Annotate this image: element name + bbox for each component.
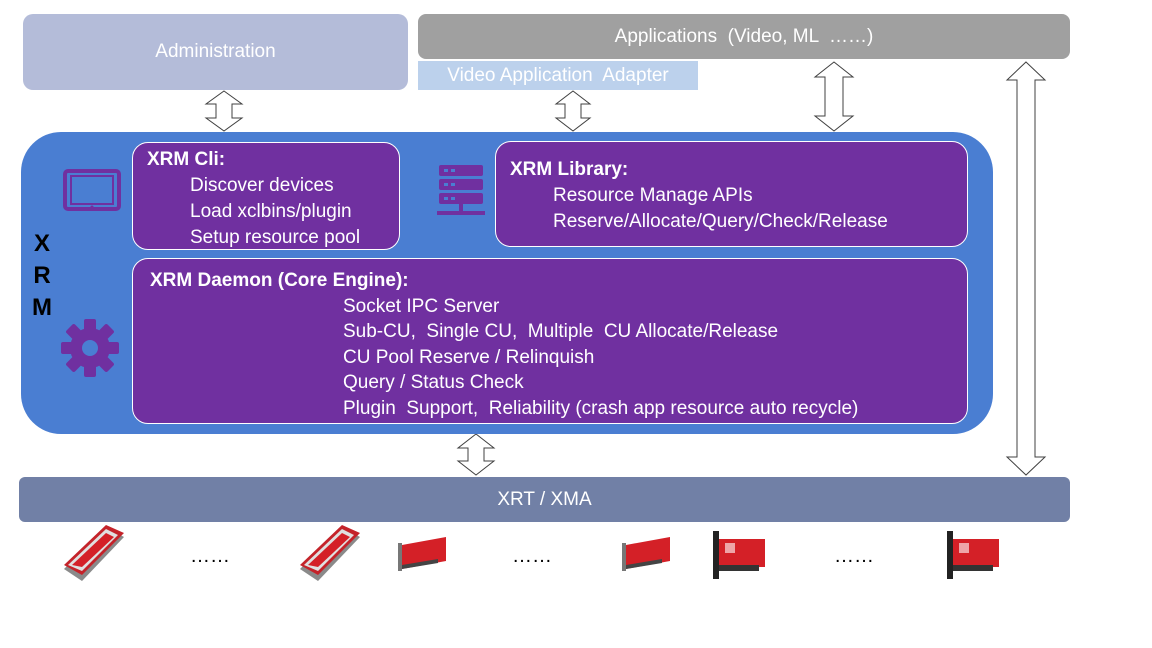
xrm-cli-item: Setup resource pool xyxy=(190,227,361,248)
ellipsis: …… xyxy=(834,545,874,567)
xrm-vertical-label: X R M xyxy=(30,228,54,324)
accelerator-card-icon xyxy=(713,531,765,579)
administration-box: Administration xyxy=(23,14,408,90)
xrm-cli-item: Load xclbins/plugin xyxy=(190,201,352,222)
accelerator-card-icon xyxy=(947,531,999,579)
xrm-daemon-item: Query / Status Check xyxy=(343,372,524,394)
xrm-letter: M xyxy=(32,294,52,321)
xrm-library-item: Resource Manage APIs xyxy=(553,185,753,206)
double-arrow-icon xyxy=(1005,61,1047,476)
double-arrow-icon xyxy=(456,433,496,476)
video-adapter-label: Video Application Adapter xyxy=(447,64,669,86)
ellipsis: …… xyxy=(512,545,552,567)
xrm-daemon-item: Socket IPC Server xyxy=(343,295,500,317)
applications-box: Applications (Video, ML ……) xyxy=(418,14,1070,59)
xrm-cli-box: XRM Cli: Discover devices Load xclbins/p… xyxy=(132,142,400,250)
server-icon xyxy=(437,165,485,215)
accelerator-card-icon xyxy=(64,525,124,581)
ellipsis: …… xyxy=(190,545,230,567)
xrm-library-title: XRM Library: xyxy=(510,159,629,180)
xrm-daemon-title: XRM Daemon (Core Engine): xyxy=(150,270,409,291)
accelerator-card-icon xyxy=(398,537,446,571)
double-arrow-icon xyxy=(204,90,244,132)
xrm-daemon-box: XRM Daemon (Core Engine): Socket IPC Ser… xyxy=(132,258,968,424)
xrm-library-box: XRM Library: Resource Manage APIs Reserv… xyxy=(495,141,968,247)
xrt-xma-bar: XRT / XMA xyxy=(19,477,1070,522)
video-adapter-box: Video Application Adapter xyxy=(418,61,698,90)
double-arrow-icon xyxy=(554,90,592,132)
xrm-letter: X xyxy=(33,230,50,257)
xrm-letter: R xyxy=(33,262,51,289)
xrm-cli-title: XRM Cli: xyxy=(147,149,226,170)
xrm-daemon-item: Plugin Support, Reliability (crash app r… xyxy=(343,397,859,419)
xrm-library-item: Reserve/Allocate/Query/Check/Release xyxy=(553,211,888,232)
tablet-icon xyxy=(63,169,121,211)
applications-label: Applications (Video, ML ……) xyxy=(614,25,874,47)
double-arrow-icon xyxy=(813,61,855,132)
accelerator-card-icon xyxy=(300,525,360,581)
accelerator-card-icon xyxy=(622,537,670,571)
xrm-daemon-item: CU Pool Reserve / Relinquish xyxy=(343,346,595,368)
administration-label: Administration xyxy=(155,41,276,62)
gear-icon xyxy=(61,319,119,377)
xrm-daemon-item: Sub-CU, Single CU, Multiple CU Allocate/… xyxy=(343,321,779,343)
xrt-xma-label: XRT / XMA xyxy=(497,488,592,510)
xrm-cli-item: Discover devices xyxy=(190,175,334,196)
